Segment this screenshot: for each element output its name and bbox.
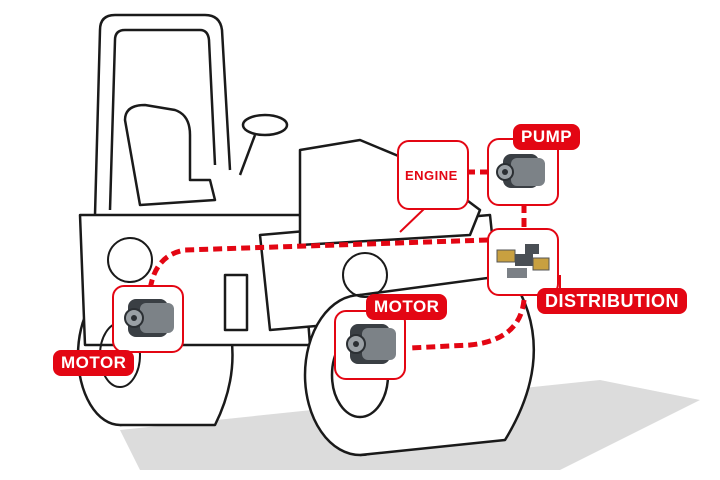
route-distribution-front-motor xyxy=(409,299,527,351)
rear-motor-box xyxy=(112,285,184,353)
gear-pump-icon xyxy=(496,154,545,188)
distribution-box xyxy=(487,228,559,296)
route-distribution-rear-motor xyxy=(147,237,489,291)
pump-tag: PUMP xyxy=(513,124,581,150)
engine-box: ENGINE xyxy=(397,140,469,210)
engine-label: ENGINE xyxy=(405,168,458,183)
valve-distributor-icon xyxy=(496,244,550,278)
canopy-inner xyxy=(108,28,217,211)
hydraulic-motor-icon xyxy=(346,324,396,364)
front-motor-box xyxy=(334,310,406,380)
canopy-frame xyxy=(93,13,232,216)
motor-front-tag: MOTOR xyxy=(366,294,448,320)
seat xyxy=(123,103,217,207)
hydraulic-motor-icon xyxy=(124,299,174,337)
motor-rear-tag: MOTOR xyxy=(53,350,135,376)
steering-wheel xyxy=(241,113,289,137)
distribution-tag: DISTRIBUTION xyxy=(537,288,687,314)
